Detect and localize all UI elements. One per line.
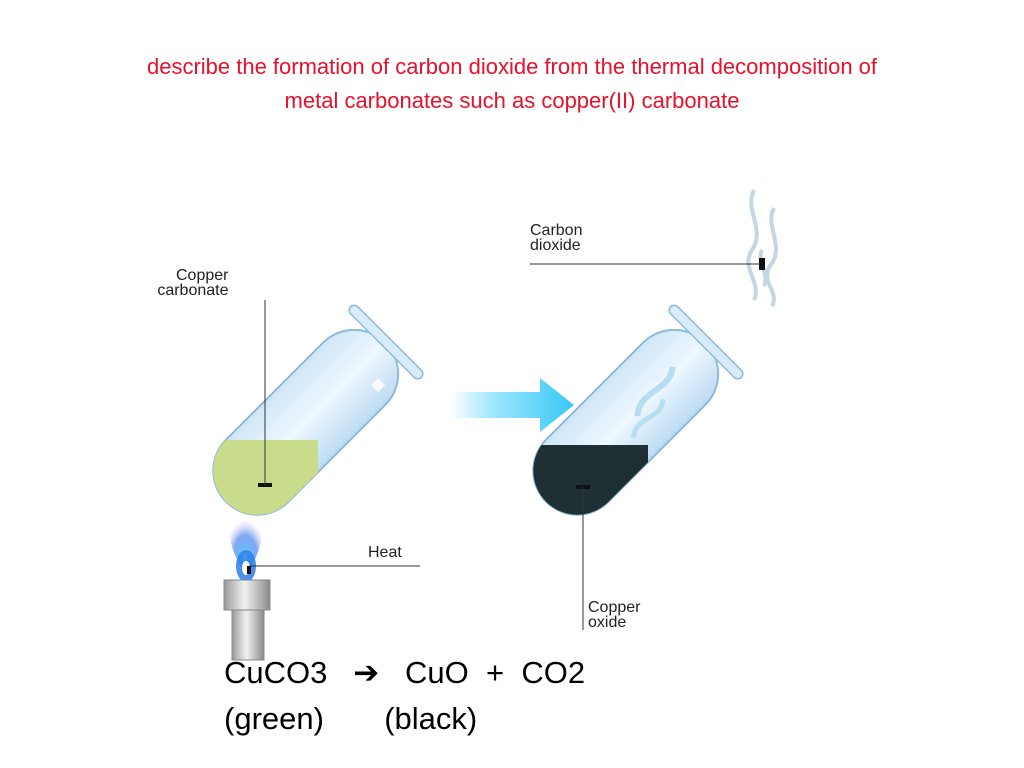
product-color-note: (black) (384, 701, 478, 736)
label-line: Copper (588, 599, 641, 616)
heat-label: Heat (368, 544, 402, 561)
copper-carbonate-label: Copper carbonate (157, 267, 229, 299)
test-tube-icon (515, 304, 744, 533)
equation-notes-line: (green) (black) (224, 696, 585, 742)
chemical-equation: CuCO3 ➔ CuO + CO2 (green) (black) (224, 650, 585, 742)
label-line: carbonate (157, 282, 229, 299)
label-line: Copper (176, 267, 229, 284)
label-line: dioxide (530, 237, 581, 254)
equation-line: CuCO3 ➔ CuO + CO2 (224, 650, 585, 696)
reactant-color-note: (green) (224, 701, 324, 736)
slide-title: describe the formation of carbon dioxide… (40, 50, 984, 118)
label-line: Heat (368, 544, 402, 561)
label-line: Carbon (530, 222, 583, 239)
title-line-1: describe the formation of carbon dioxide… (146, 54, 878, 79)
bunsen-burner-icon (223, 510, 271, 661)
reaction-arrow-icon: ➔ (353, 655, 380, 690)
product-formula-co2: CO2 (521, 655, 586, 690)
label-line: oxide (588, 614, 627, 631)
gas-wisp-icon (746, 189, 778, 307)
copper-oxide-label: Copper oxide (588, 599, 641, 631)
title-line-2: metal carbonates such as copper(II) carb… (284, 88, 740, 113)
reactant-formula: CuCO3 (224, 655, 328, 690)
carbon-dioxide-label: Carbon dioxide (530, 222, 583, 254)
test-tube-icon (198, 304, 424, 533)
product-formula-cuo: CuO (405, 655, 469, 690)
arrow-right-icon (450, 378, 574, 432)
plus-sign: + (486, 655, 505, 690)
